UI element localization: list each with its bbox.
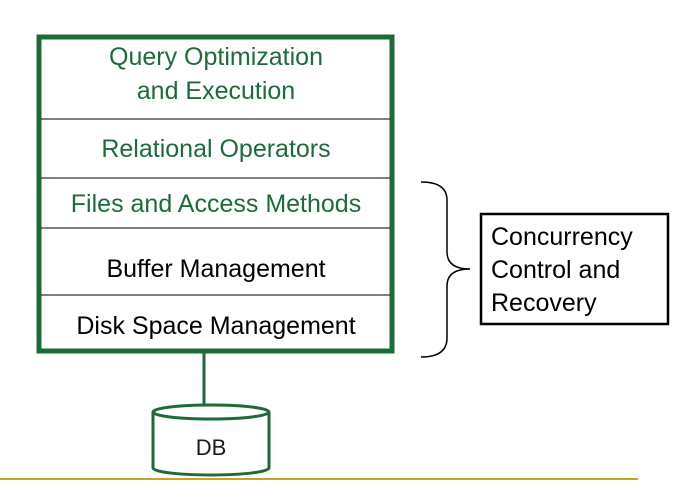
layer-label-line: Query Optimization	[109, 43, 323, 71]
layer-label-line: Relational Operators	[101, 135, 330, 163]
side-box-line: Recovery	[491, 289, 597, 317]
layer-label-line: Disk Space Management	[76, 312, 355, 340]
concurrency-control-box: Concurrency Control and Recovery	[479, 212, 670, 326]
db-cylinder-top	[151, 403, 271, 421]
layer-label-line: and Execution	[137, 77, 295, 105]
layer-disk-space-management: Disk Space Management	[76, 312, 355, 340]
db-cylinder-body	[151, 412, 271, 477]
layer-label-line: Buffer Management	[106, 255, 325, 283]
layer-query-optimization: Query Optimization and Execution	[109, 43, 323, 105]
db-label: DB	[196, 435, 227, 460]
layer-stack-frame	[36, 34, 395, 354]
side-box-frame	[479, 212, 670, 326]
layer-files-access-methods: Files and Access Methods	[71, 190, 361, 218]
curly-brace	[420, 181, 471, 358]
side-box-line: Control and	[491, 256, 620, 284]
layer-label-line: Files and Access Methods	[71, 190, 361, 218]
layer-relational-operators: Relational Operators	[101, 135, 330, 163]
layer-buffer-management: Buffer Management	[106, 255, 325, 283]
database-cylinder-icon: DB	[151, 403, 271, 477]
side-box-line: Concurrency	[491, 223, 633, 251]
